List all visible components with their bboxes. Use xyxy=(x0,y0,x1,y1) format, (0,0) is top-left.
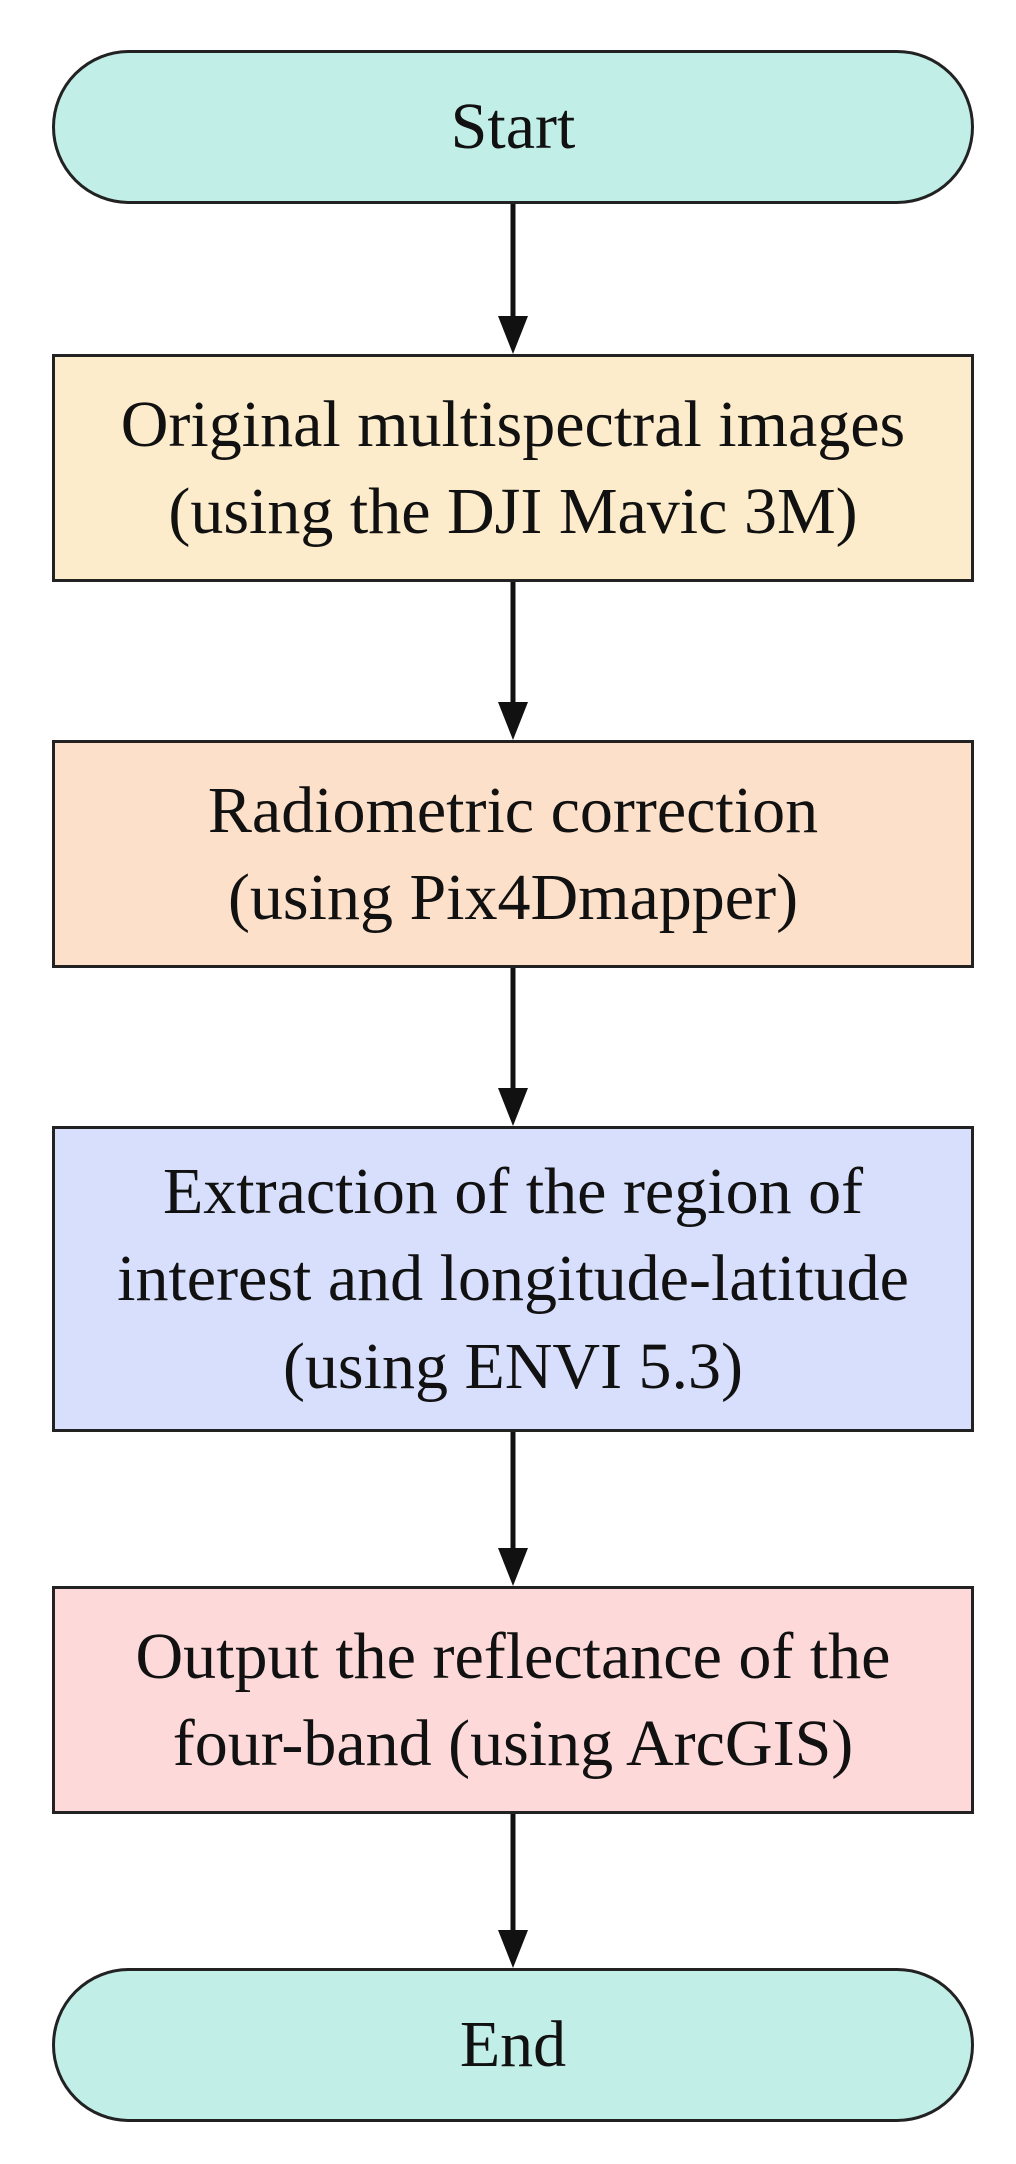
start-label: Start xyxy=(450,90,576,164)
step-4-line-1: Output the reflectance of the xyxy=(135,1619,891,1693)
step-radiometric-correction: Radiometric correction (using Pix4Dmappe… xyxy=(52,740,974,968)
start-terminal: Start xyxy=(52,50,974,204)
step-2-line-2: (using Pix4Dmapper) xyxy=(227,861,799,934)
step-1-line-2: (using the DJI Mavic 3M) xyxy=(168,475,858,548)
step-1-line-1: Original multispectral images xyxy=(120,387,906,461)
step-3-line-3: (using ENVI 5.3) xyxy=(282,1329,744,1403)
arrow-head-3 xyxy=(498,1088,528,1126)
step-3-line-2: interest and longitude-latitude xyxy=(117,1242,909,1316)
step-2-line-1: Radiometric correction xyxy=(207,773,819,847)
arrow-head-2 xyxy=(498,702,528,740)
arrow-head-5 xyxy=(498,1930,528,1968)
end-terminal: End xyxy=(52,1968,974,2122)
step-roi-extraction: Extraction of the region of interest and… xyxy=(52,1126,974,1432)
step-output-reflectance: Output the reflectance of the four-band … xyxy=(52,1586,974,1814)
step-3-line-1: Extraction of the region of xyxy=(162,1155,864,1229)
arrow-head-1 xyxy=(498,316,528,354)
step-original-images: Original multispectral images (using the… xyxy=(52,354,974,582)
arrow-head-4 xyxy=(498,1548,528,1586)
step-4-line-2: four-band (using ArcGIS) xyxy=(172,1707,854,1780)
end-label: End xyxy=(459,2008,567,2082)
